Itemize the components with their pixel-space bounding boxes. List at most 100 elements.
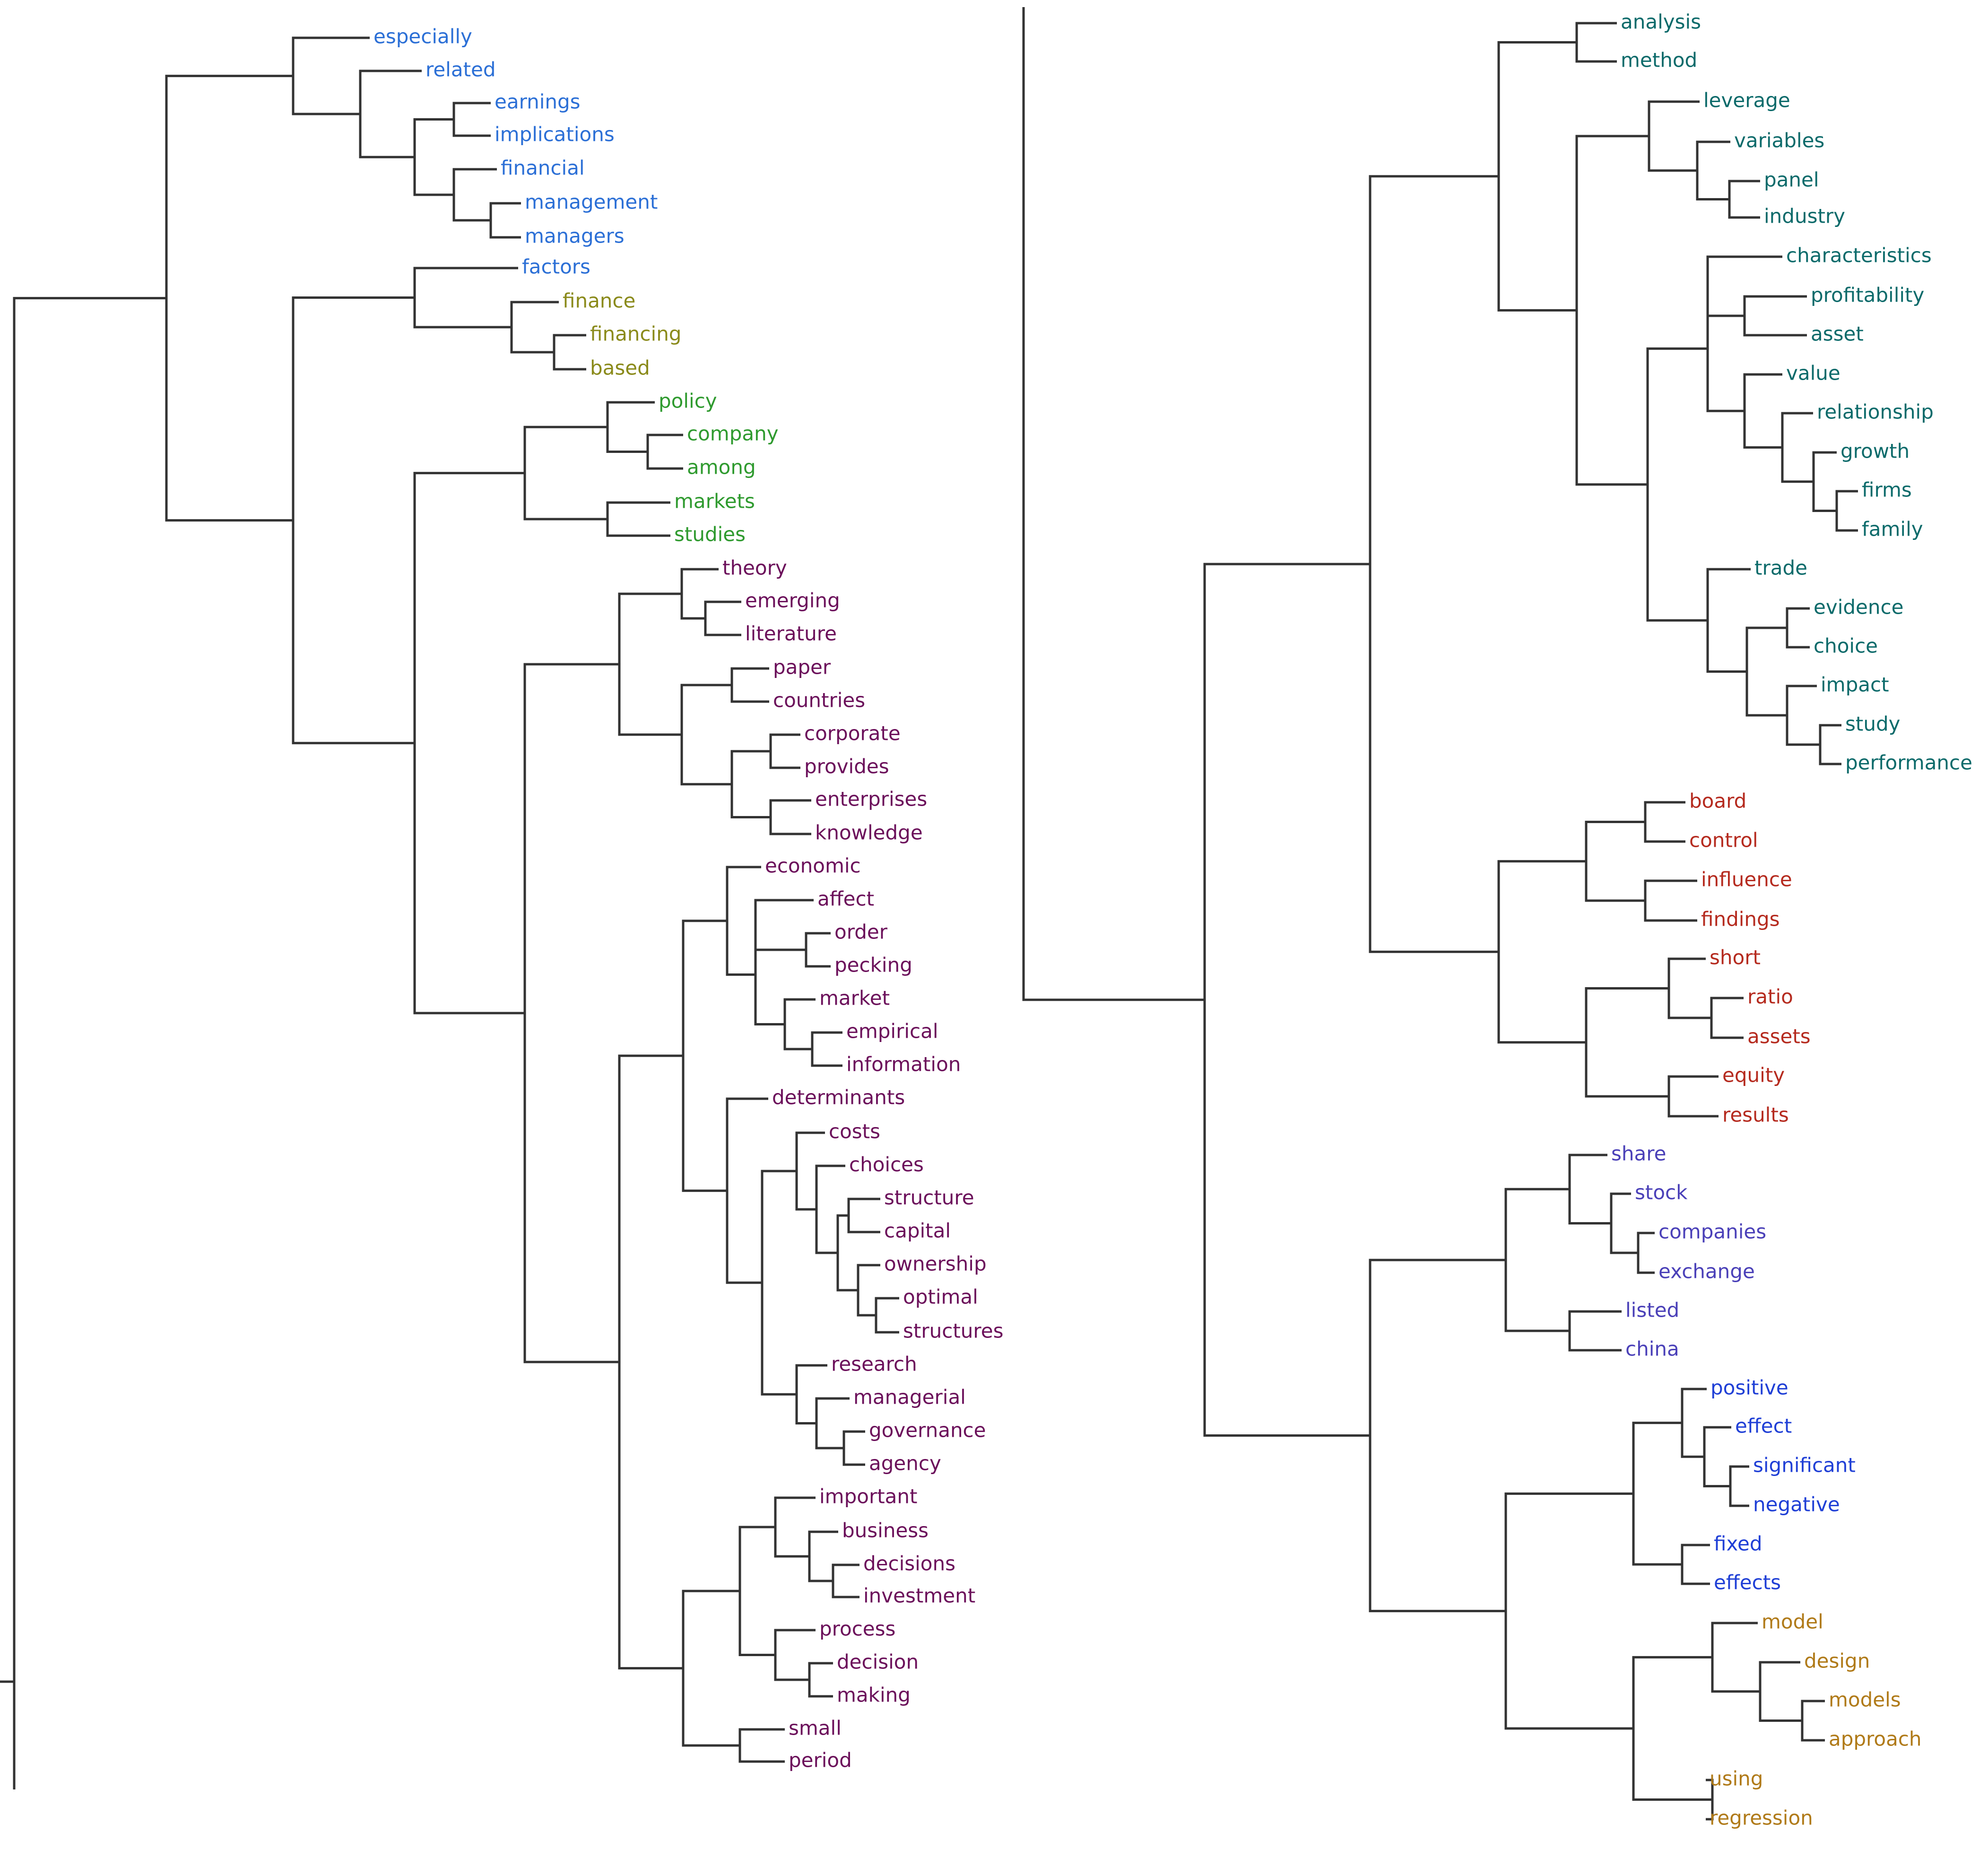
leaf-label-related: related (425, 58, 496, 81)
leaf-label-regression: regression (1710, 1806, 1813, 1830)
leaf-label-financing: financing (590, 322, 681, 346)
dendrogram-link-79 (1369, 175, 1499, 953)
leaf-label-analysis: analysis (1621, 10, 1701, 34)
leaf-label-information: information (846, 1053, 961, 1076)
leaf-label-companies: companies (1658, 1220, 1766, 1243)
leaf-label-growth: growth (1840, 440, 1910, 463)
dendrogram-link-24 (754, 925, 785, 1025)
dendrogram-link-26 (847, 1198, 880, 1233)
leaf-label-control: control (1689, 829, 1758, 852)
dendrogram-link-4 (359, 69, 422, 158)
leaf-label-variables: variables (1734, 129, 1824, 152)
dendrogram-link-37 (682, 920, 727, 1192)
leaf-label-making: making (837, 1684, 911, 1707)
leaf-label-management: management (525, 191, 658, 214)
dendrogram-link-87 (1681, 1388, 1707, 1458)
dendrogram-link-59 (1812, 451, 1837, 512)
dendrogram-labels: especiallyrelatedearningsimplicationsfin… (373, 10, 1972, 1830)
leaf-label-positive: positive (1710, 1376, 1788, 1399)
leaf-label-approach: approach (1829, 1728, 1922, 1751)
dendrogram-link-11 (523, 425, 608, 521)
dendrogram-link-7 (413, 267, 518, 329)
leaf-label-impact: impact (1821, 673, 1889, 696)
leaf-label-corporate: corporate (804, 722, 901, 745)
leaf-label-based: based (590, 356, 650, 380)
dendrogram-link-8 (646, 434, 683, 470)
dendrogram-link-15 (769, 733, 800, 769)
dendrogram-link-44 (738, 1728, 785, 1763)
dendrogram-links (0, 7, 1858, 1821)
leaf-label-exchange: exchange (1658, 1260, 1755, 1283)
dendrogram-link-70 (1497, 41, 1577, 312)
dendrogram-link-0 (452, 102, 491, 137)
leaf-label-influence: influence (1701, 868, 1792, 891)
leaf-label-process: process (819, 1617, 895, 1641)
dendrogram-link-69 (1575, 135, 1649, 486)
leaf-label-listed: listed (1625, 1299, 1679, 1322)
leaf-label-design: design (1804, 1650, 1870, 1673)
leaf-label-family: family (1862, 518, 1923, 541)
dendrogram-link-90 (1801, 1700, 1825, 1742)
leaf-label-method: method (1621, 49, 1697, 72)
leaf-label-capital: capital (884, 1219, 951, 1242)
leaf-label-models: models (1829, 1688, 1901, 1711)
dendrogram-link-92 (1711, 1622, 1760, 1693)
dendrogram-link-46 (618, 1054, 683, 1670)
leaf-label-agency: agency (869, 1452, 941, 1475)
dendrogram-link-41 (808, 1662, 833, 1698)
leaf-label-choices: choices (849, 1153, 924, 1176)
dendrogram-link-38 (832, 1563, 859, 1598)
dendrogram-link-35 (761, 1170, 797, 1396)
leaf-label-optimal: optimal (903, 1285, 978, 1309)
dendrogram-link-55 (1648, 100, 1700, 172)
dendrogram-link-88 (1681, 1544, 1710, 1585)
dendrogram-link-48 (413, 472, 525, 1015)
leaf-label-enterprises: enterprises (815, 788, 927, 811)
leaf-label-effects: effects (1714, 1571, 1781, 1594)
dendrogram-link-52 (1575, 22, 1617, 63)
leaf-label-countries: countries (773, 689, 865, 712)
dendrogram-link-75 (1667, 957, 1711, 1019)
leaf-label-characteristics: characteristics (1786, 244, 1932, 267)
leaf-label-fixed: fixed (1714, 1532, 1762, 1555)
dendrogram-link-47 (523, 663, 619, 1363)
leaf-label-choice: choice (1814, 634, 1878, 658)
leaf-label-among: among (687, 456, 756, 479)
leaf-label-structures: structures (903, 1320, 1003, 1343)
dendrogram-link-83 (1568, 1310, 1622, 1352)
dendrogram-link-6 (510, 301, 559, 354)
dendrogram-link-20 (805, 932, 831, 968)
leaf-label-finance: finance (563, 289, 635, 313)
dendrogram-link-68 (1646, 347, 1708, 622)
dendrogram-link-73 (1585, 821, 1645, 902)
leaf-label-company: company (687, 422, 779, 445)
dendrogram-link-16 (769, 799, 811, 835)
dendrogram-link-97 (1203, 563, 1370, 1437)
dendrogram-link-60 (1781, 412, 1814, 483)
dendrogram-link-91 (1759, 1661, 1802, 1722)
dendrogram-link-84 (1504, 1188, 1570, 1332)
leaf-label-paper: paper (773, 656, 831, 679)
dendrogram-link-66 (1745, 626, 1787, 717)
leaf-label-market: market (819, 987, 890, 1010)
leaf-label-empirical: empirical (846, 1020, 938, 1043)
dendrogram-link-45 (682, 1589, 740, 1747)
dendrogram-link-5 (553, 334, 586, 371)
dendrogram-link-54 (1696, 140, 1730, 200)
leaf-label-significant: significant (1753, 1454, 1856, 1477)
leaf-label-research: research (831, 1353, 917, 1376)
dendrogram-link-50 (292, 36, 370, 115)
leaf-label-economic: economic (765, 854, 861, 877)
leaf-label-short: short (1710, 946, 1761, 969)
dendrogram-link-10 (606, 501, 670, 537)
leaf-label-business: business (842, 1519, 929, 1542)
leaf-label-asset: asset (1811, 322, 1864, 346)
dendrogram-link-63 (1786, 607, 1810, 649)
dendrogram-link-27 (875, 1297, 899, 1334)
dendrogram-link-18 (680, 684, 732, 786)
leaf-label-literature: literature (745, 622, 837, 645)
leaf-label-study: study (1845, 712, 1900, 736)
dendrogram-link-13 (680, 568, 719, 620)
dendrogram-link-76 (1667, 1075, 1719, 1118)
dendrogram-link-65 (1786, 685, 1820, 746)
